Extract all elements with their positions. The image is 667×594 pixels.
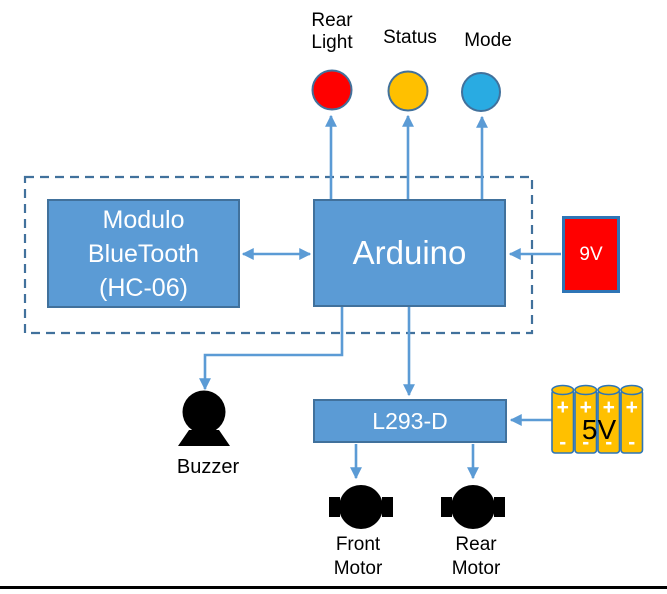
l293d-driver-block: L293-D — [313, 399, 507, 443]
motor-tab-left — [441, 497, 452, 517]
mode-led-circle — [461, 72, 501, 112]
battery-cell-top — [551, 384, 575, 396]
minus-mark: - — [559, 431, 566, 454]
motor-body — [451, 485, 495, 529]
plus-mark: + — [580, 396, 592, 419]
bluetooth-label-line3: (HC-06) — [99, 273, 188, 302]
battery-5v-label: 5V — [582, 414, 617, 445]
motor-tab-right — [382, 497, 393, 517]
rear-motor-label: Rear Motor — [451, 534, 501, 579]
battery-cell-top — [620, 384, 644, 396]
rear-light-led — [311, 69, 353, 111]
bluetooth-label-line1: Modulo — [102, 205, 185, 234]
bluetooth-module-block: Modulo BlueTooth (HC-06) — [47, 199, 240, 308]
bluetooth-label-line2: BlueTooth — [87, 239, 200, 268]
motor-body — [339, 485, 383, 529]
minus-mark: - — [628, 431, 635, 454]
status-led-circle — [387, 70, 429, 112]
buzzer-label: Buzzer — [176, 456, 240, 478]
status-led-label: Status — [383, 27, 437, 48]
rear-light-led-circle — [311, 69, 353, 111]
buzzer-dome — [182, 390, 226, 434]
rear-motor-icon — [441, 485, 505, 529]
battery-polarity-marks: + + + + - - - - — [557, 396, 638, 454]
minus-mark: - — [605, 431, 612, 454]
battery-9v-label: 9V — [579, 243, 603, 265]
plus-mark: + — [603, 396, 615, 419]
front-motor-icon — [329, 485, 393, 529]
motor-tab-left — [329, 497, 340, 517]
status-led — [387, 70, 429, 112]
arduino-block: Arduino — [313, 199, 506, 307]
plus-mark: + — [626, 396, 638, 419]
minus-mark: - — [582, 431, 589, 454]
arduino-label: Arduino — [352, 234, 467, 271]
buzzer-base — [178, 430, 230, 446]
plus-mark: + — [557, 396, 569, 419]
mode-led-label: Mode — [464, 30, 512, 51]
battery-9v: 9V — [562, 216, 620, 293]
bottom-divider-line — [0, 586, 667, 589]
motor-tab-right — [494, 497, 505, 517]
front-motor-label: Front Motor — [333, 534, 383, 579]
battery-cell-top — [597, 384, 621, 396]
buzzer-icon — [178, 390, 230, 446]
mode-led — [461, 72, 501, 112]
battery-pack-5v: + + + + - - - - 5V — [551, 384, 644, 454]
arrow-arduino-to-buzzer — [199, 307, 344, 391]
l293d-label: L293-D — [372, 407, 448, 434]
battery-cells — [551, 384, 644, 454]
rear-light-label: Rear Light — [311, 10, 353, 53]
battery-cell-top — [574, 384, 598, 396]
